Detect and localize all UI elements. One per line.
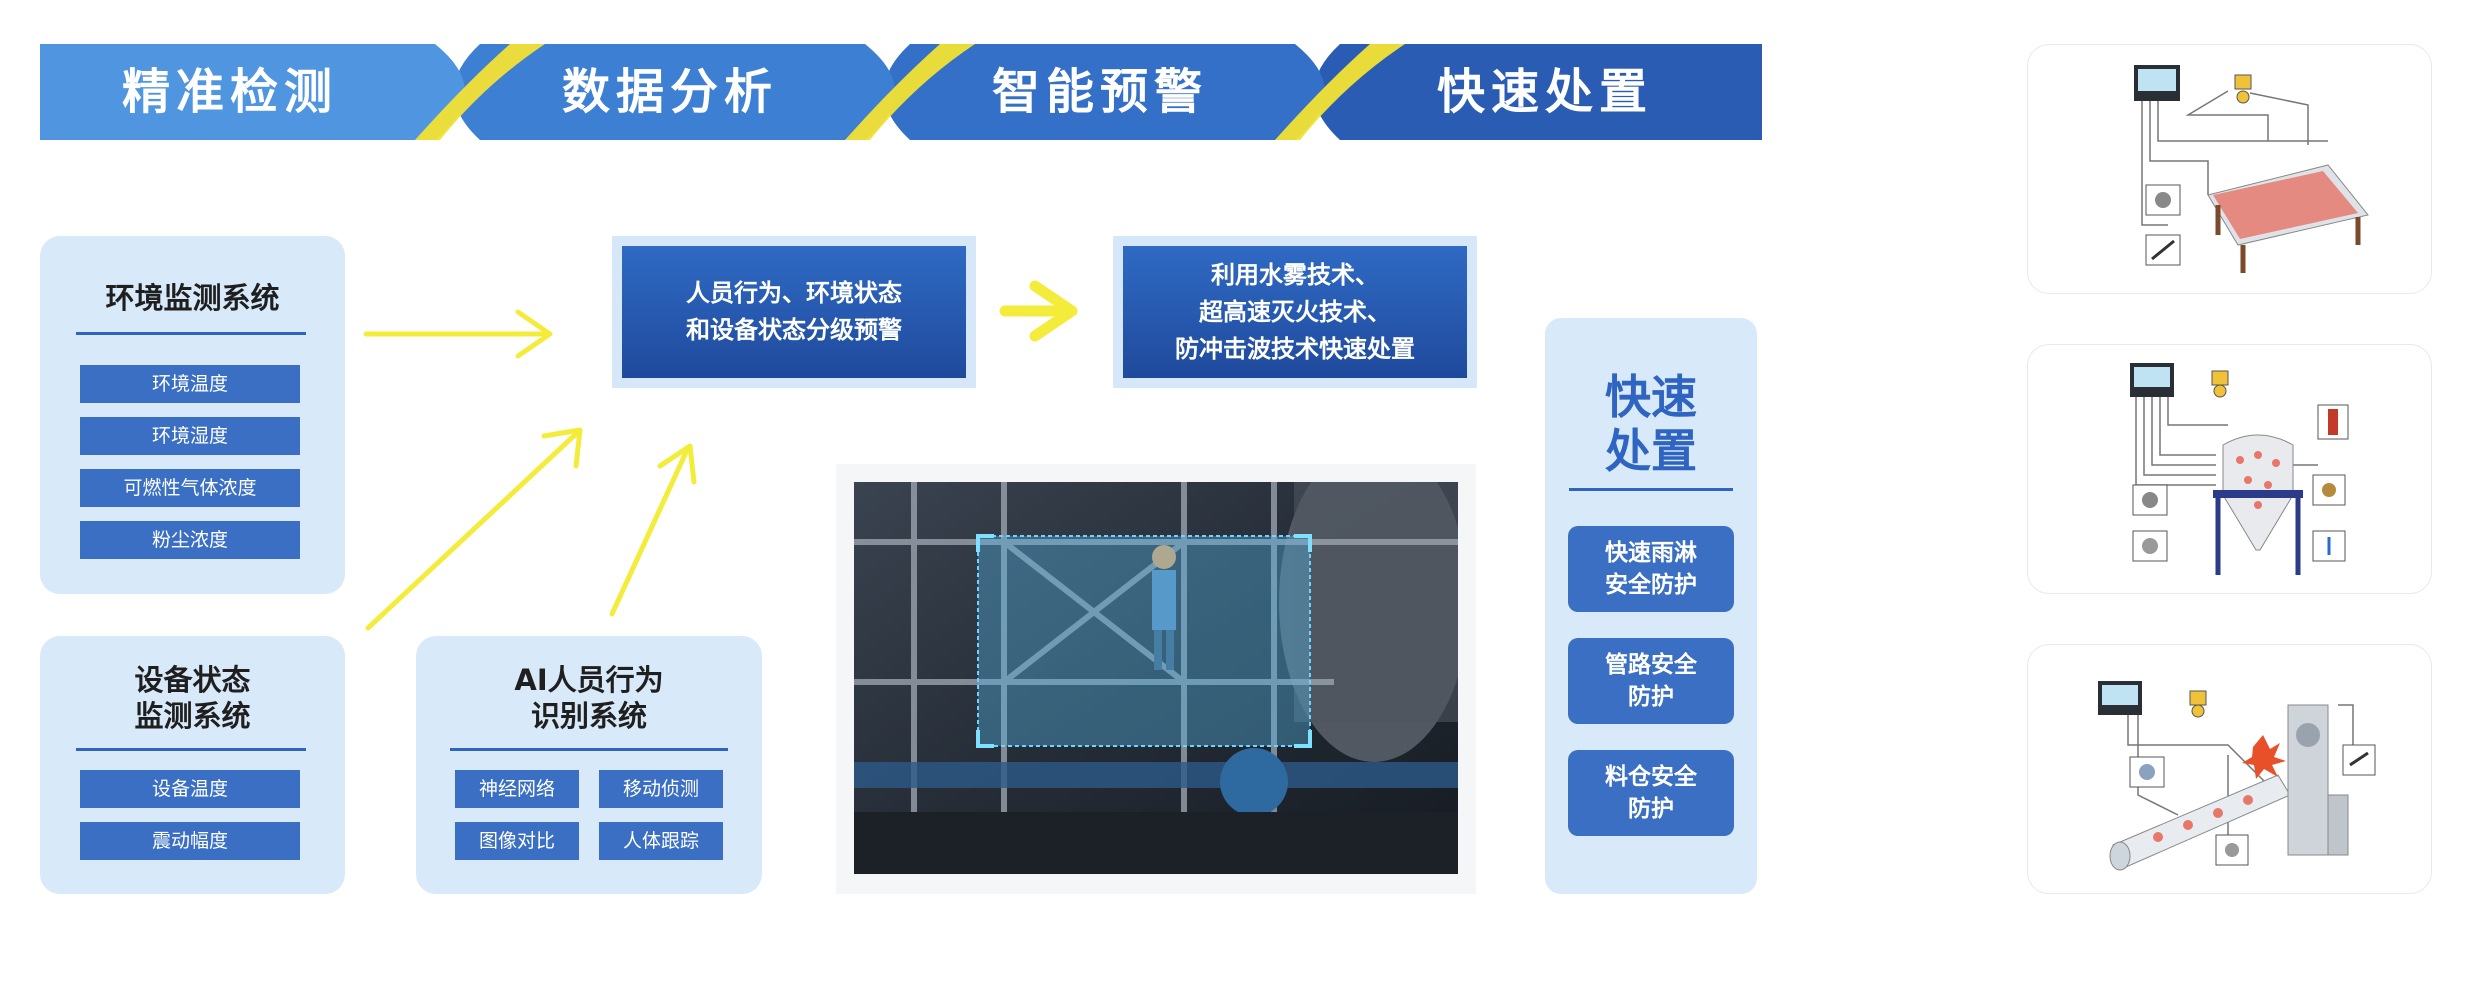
- quick-panel-title-line-1: 快速: [1605, 370, 1697, 424]
- device-item-vibration: 震动幅度: [80, 822, 300, 860]
- arrow-warning-to-action: [999, 280, 1078, 342]
- pipeline-line-2: 防护: [1628, 684, 1674, 710]
- equipment-card-silo: [2027, 344, 2432, 594]
- env-item-dust-concentration: 粉尘浓度: [80, 521, 300, 559]
- quick-response-panel: 快速 处置 快速雨淋 安全防护 管路安全 防护 料仓安全 防护: [1545, 318, 1757, 894]
- warning-line-2: 和设备状态分级预警: [686, 316, 902, 344]
- device-item-temperature: 设备温度: [80, 770, 300, 808]
- detection-overlay: [978, 536, 1310, 746]
- conveyor-sprinkler-diagram-icon: [2134, 65, 2369, 273]
- pipe-valve: [1220, 748, 1288, 816]
- banner-segment-3: [884, 44, 1325, 140]
- action-line-1: 利用水雾技术、: [1211, 260, 1379, 289]
- device-panel-divider: [76, 748, 306, 751]
- warning-line-1: 人员行为、环境状态: [686, 279, 902, 307]
- stage-label-4: 快速处置: [1436, 64, 1653, 120]
- action-line-3: 防冲击波技术快速处置: [1175, 334, 1415, 363]
- banner-swoosh-2: [845, 44, 975, 140]
- graded-warning-box: 人员行为、环境状态 和设备状态分级预警: [612, 236, 976, 388]
- sprinkler-line-1: 快速雨淋: [1605, 540, 1697, 566]
- silo-protection-button[interactable]: 料仓安全 防护: [1568, 750, 1734, 836]
- ai-item-body-tracking: 人体跟踪: [599, 822, 723, 860]
- arrow-env-to-warning: [363, 309, 553, 359]
- pipeline-protection-button[interactable]: 管路安全 防护: [1568, 638, 1734, 724]
- ai-item-motion-detection: 移动侦测: [599, 770, 723, 808]
- surveillance-photo: [854, 482, 1458, 874]
- pipeline-protection-diagram-icon: [2098, 681, 2376, 871]
- banner-background: [40, 44, 1762, 140]
- rapid-action-content: 利用水雾技术、 超高速灭火技术、 防冲击波技术快速处置: [1123, 246, 1467, 378]
- arrow-ai-to-warning: [609, 443, 697, 617]
- silo-sprinkler-diagram-icon: [2130, 363, 2349, 575]
- ai-panel-divider: [450, 748, 728, 751]
- blue-pipe: [854, 762, 1458, 788]
- env-item-humidity: 环境湿度: [80, 417, 300, 455]
- equipment-card-pipeline: [2027, 644, 2432, 894]
- silo-line-2: 防护: [1628, 796, 1674, 822]
- equipment-card-conveyor: [2027, 44, 2432, 294]
- banner-segment-1: [40, 44, 465, 140]
- floor: [854, 812, 1458, 874]
- env-item-temperature: 环境温度: [80, 365, 300, 403]
- ai-behavior-panel: AI人员行为 识别系统 神经网络 移动侦测 图像对比 人体跟踪: [416, 636, 762, 894]
- silo-line-1: 料仓安全: [1605, 764, 1697, 790]
- quick-panel-title-line-2: 处置: [1605, 424, 1697, 478]
- process-banner: 精准检测 数据分析 智能预警 快速处置: [40, 44, 1762, 140]
- banner-segment-4: [1314, 44, 1762, 140]
- env-monitor-panel: 环境监测系统 环境温度 环境湿度 可燃性气体浓度 粉尘浓度: [40, 236, 345, 594]
- banner-swoosh-1: [415, 44, 545, 140]
- ai-panel-title-line-2: 识别系统: [530, 699, 647, 733]
- graded-warning-content: 人员行为、环境状态 和设备状态分级预警: [622, 246, 966, 378]
- ai-item-neural-network: 神经网络: [455, 770, 579, 808]
- banner-swoosh-3: [1275, 44, 1405, 140]
- device-panel-title-line-2: 监测系统: [134, 699, 251, 733]
- ai-item-image-comparison: 图像对比: [455, 822, 579, 860]
- rapid-action-box: 利用水雾技术、 超高速灭火技术、 防冲击波技术快速处置: [1113, 236, 1477, 388]
- env-panel-title: 环境监测系统: [105, 281, 280, 315]
- worker-body: [1152, 570, 1176, 630]
- sprinkler-line-2: 安全防护: [1605, 572, 1697, 598]
- arrow-device-to-warning: [365, 427, 583, 631]
- worker-helmet: [1152, 545, 1176, 569]
- detection-corners: [976, 534, 1312, 748]
- action-line-2: 超高速灭火技术、: [1199, 297, 1391, 326]
- stage-label-2: 数据分析: [561, 64, 778, 120]
- device-panel-title-line-1: 设备状态: [134, 663, 251, 697]
- env-item-gas-concentration: 可燃性气体浓度: [80, 469, 300, 507]
- quick-panel-divider: [1569, 488, 1733, 491]
- detection-box-border: [977, 535, 1311, 747]
- stage-label-3: 智能预警: [991, 64, 1208, 120]
- surveillance-photo-frame: [836, 464, 1476, 894]
- env-panel-divider: [76, 332, 306, 335]
- stage-label-1: 精准检测: [121, 64, 338, 120]
- pipeline-line-1: 管路安全: [1605, 652, 1697, 678]
- banner-segment-2: [454, 44, 895, 140]
- sprinkler-protection-button[interactable]: 快速雨淋 安全防护: [1568, 526, 1734, 612]
- ai-panel-title-line-1: AI人员行为: [514, 663, 664, 697]
- device-monitor-panel: 设备状态 监测系统 设备温度 震动幅度: [40, 636, 345, 894]
